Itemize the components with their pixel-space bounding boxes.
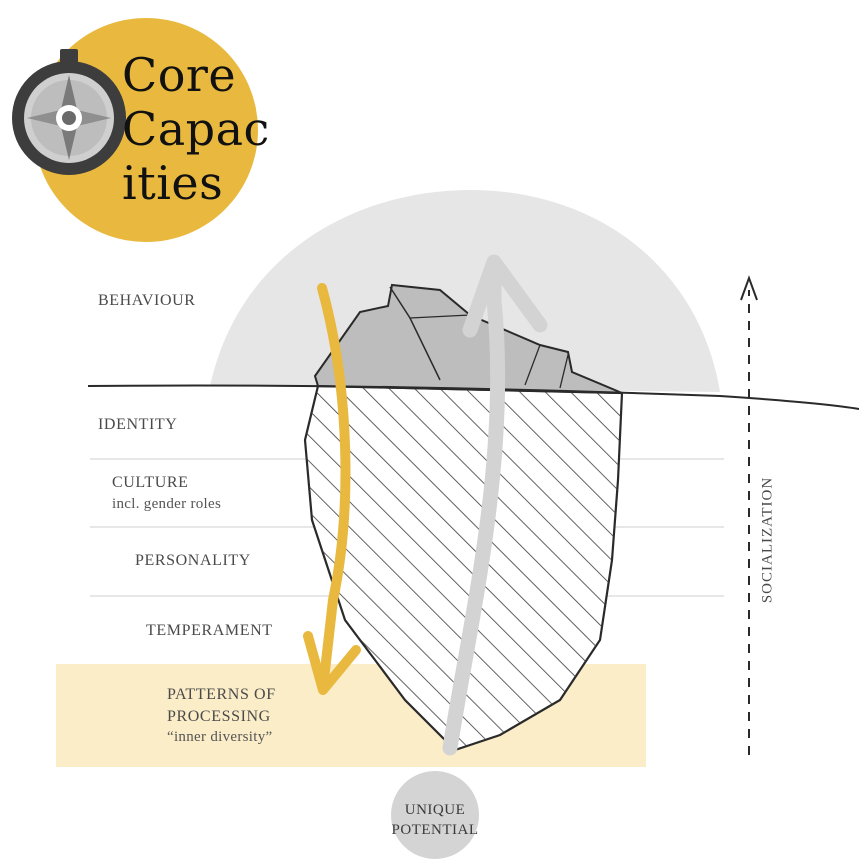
culture-sublabel: incl. gender roles (112, 496, 222, 512)
badge-title: Core Capac ities (122, 48, 282, 210)
patterns-label-line2: PROCESSING (167, 708, 271, 725)
unique-potential-label: UNIQUE POTENTIAL (390, 800, 480, 840)
badge-line-1: Core (122, 48, 237, 102)
personality-label: PERSONALITY (135, 552, 251, 569)
temperament-label: TEMPERAMENT (146, 622, 273, 639)
identity-label: IDENTITY (98, 416, 178, 433)
socialization-label: SOCIALIZATION (759, 476, 776, 604)
badge-line-3: ities (122, 156, 224, 210)
culture-label: CULTURE (112, 474, 189, 491)
waterline (87, 384, 859, 410)
behaviour-label: BEHAVIOUR (98, 292, 196, 309)
unique-line-1: UNIQUE (404, 802, 466, 818)
patterns-sublabel: “inner diversity” (167, 729, 273, 745)
unique-line-2: POTENTIAL (391, 822, 479, 838)
upward-arrow (442, 260, 506, 756)
compass-icon (12, 49, 126, 175)
unique-potential-circle (391, 771, 479, 859)
patterns-label-line1: PATTERNS OF (167, 686, 276, 703)
downward-arrow (317, 283, 351, 693)
badge-line-2: Capac (122, 102, 270, 156)
